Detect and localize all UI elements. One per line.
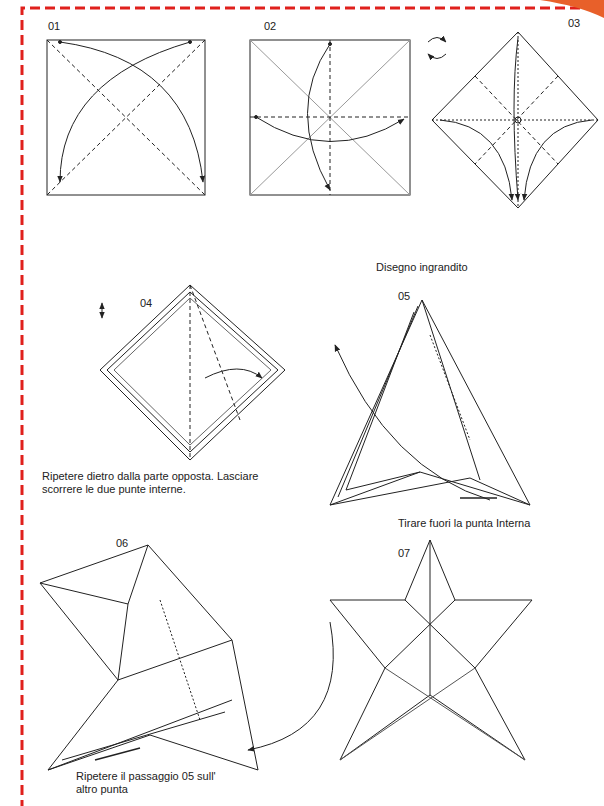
step-number: 03 [568,17,580,30]
step-02 [250,38,446,196]
instruction-text: Ripetere dietro dalla parte opposta. Las… [42,470,267,496]
step-number: 05 [398,290,410,303]
step-number: 01 [48,20,60,33]
step-05 [330,300,530,505]
step-07 [330,540,532,760]
step-number: 07 [398,547,410,560]
step-06 [40,545,333,770]
instruction-text: Tirare fuori la punta Interna [398,517,530,530]
step-01 [47,40,205,195]
step-04 [100,285,285,460]
step-03 [432,32,598,208]
step-number: 06 [116,537,128,550]
dashed-frame [22,8,604,806]
corner-decoration [540,0,604,18]
step-number: 02 [264,20,276,33]
instruction-text: Ripetere il passaggio 05 sull' altro pun… [76,770,216,796]
step-number: 04 [140,297,152,310]
note-text: Disegno ingrandito [376,261,468,274]
